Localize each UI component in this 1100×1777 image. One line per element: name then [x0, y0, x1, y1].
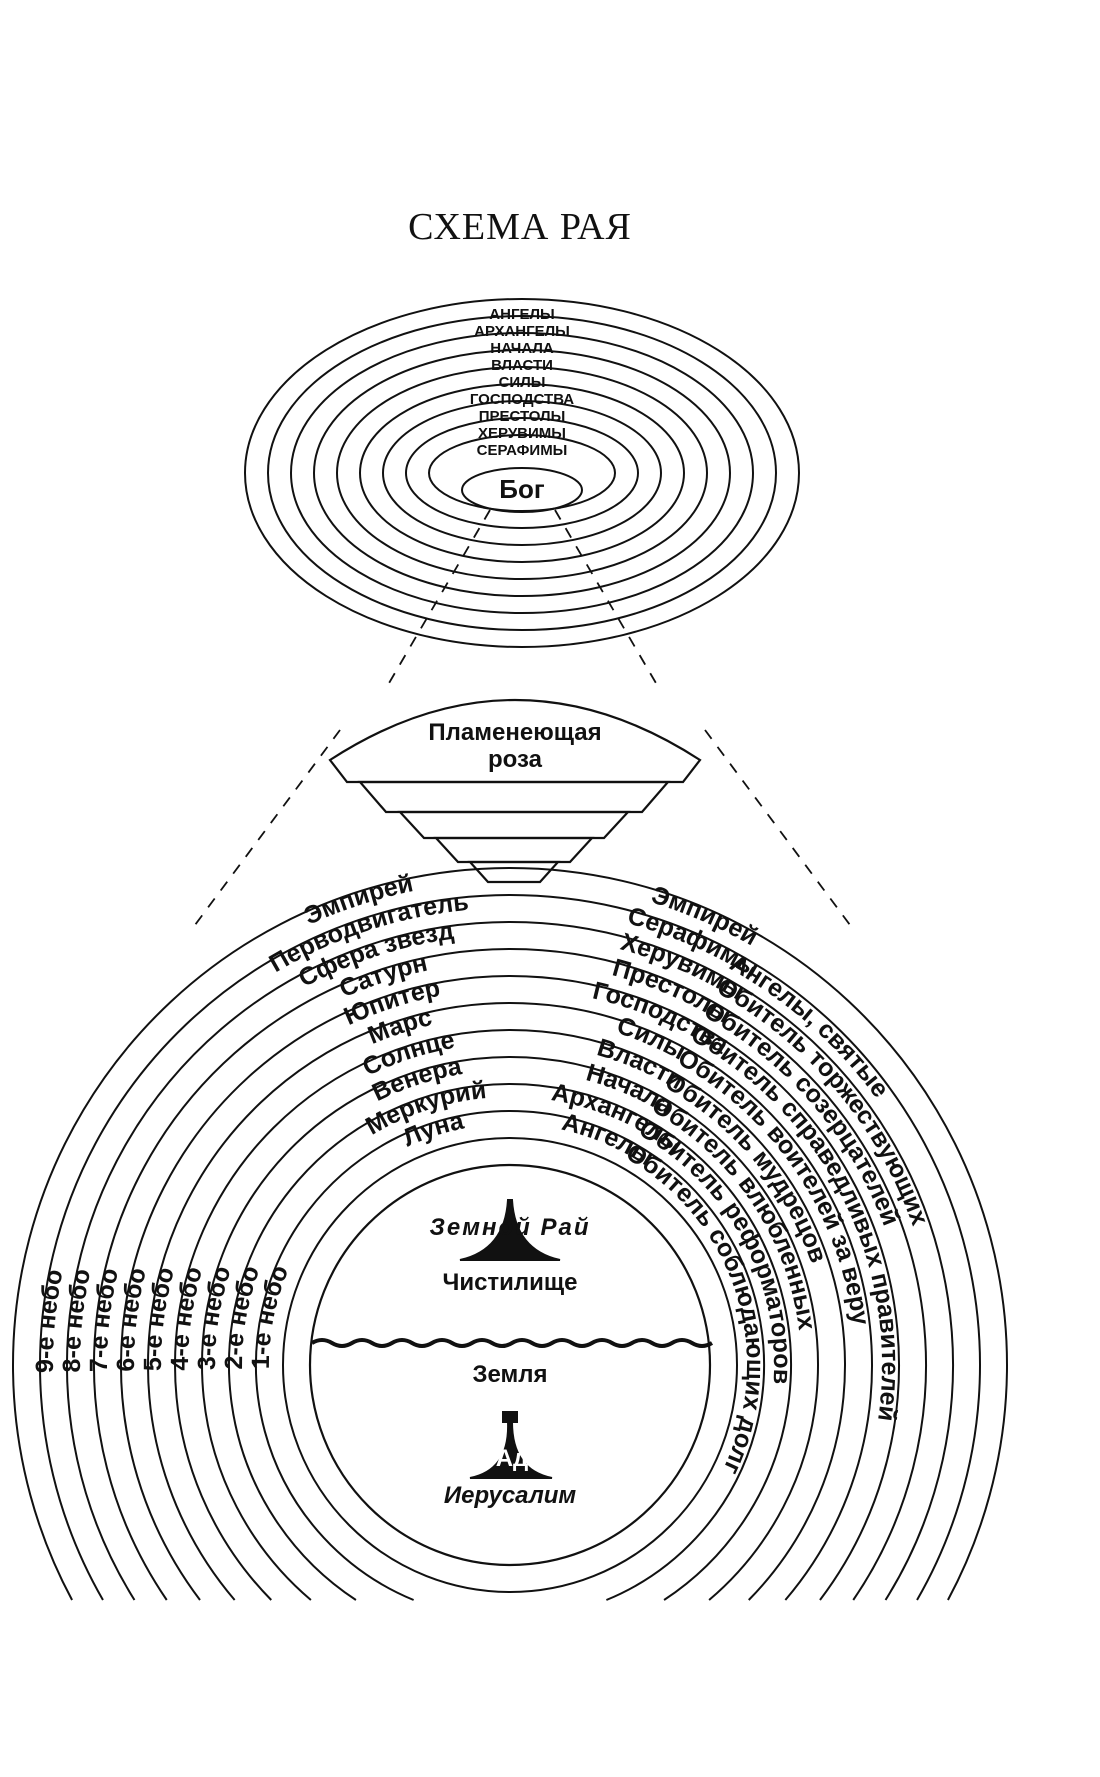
rose-tier-4: [467, 860, 561, 884]
earth-sphere: [308, 1163, 714, 1567]
rose-label-line2: роза: [488, 746, 543, 773]
earth-horizon-line: [310, 1338, 714, 1348]
heaven-ring-4: [201, 1056, 819, 1601]
dashed-connectors: [194, 509, 851, 926]
ellipse-ring-2: [267, 315, 777, 631]
ring-label-cherubim: ХЕРУВИМЫ: [478, 425, 566, 442]
rose-tier-2: [397, 810, 631, 840]
rose-tier-1: [357, 780, 671, 814]
heaven-ring-2: [255, 1110, 765, 1601]
heaven-ring-6: [147, 1002, 873, 1601]
ellipse-ring-7: [382, 400, 662, 546]
heavens-rings: [12, 867, 1008, 1601]
ellipse-center: [461, 467, 583, 513]
hell-label: Ад: [496, 1445, 529, 1472]
flaming-rose: [328, 699, 702, 884]
center-label-god: Бог: [499, 474, 545, 504]
earthly-paradise-label: Земной Рай: [429, 1214, 590, 1241]
rose-tier-3: [433, 836, 595, 864]
rose-label-line1: Пламенеющая: [428, 719, 601, 746]
jerusalem-label: Иерусалим: [444, 1482, 577, 1509]
heaven-ring-11: [12, 867, 1008, 1601]
dashed-line-right-lower: [704, 729, 851, 926]
celestial-hierarchy-ellipses: [244, 298, 800, 648]
dashed-line-left-lower: [194, 729, 341, 926]
ring-label-principalities: НАЧАЛА: [490, 340, 554, 357]
earth-circle: [308, 1163, 712, 1567]
dashed-line-left-upper: [384, 509, 491, 691]
ellipse-ring-3: [290, 332, 754, 614]
page-title: СХЕМА РАЯ: [408, 206, 632, 248]
rose-dome: [328, 699, 702, 784]
hell-cone: [469, 1411, 553, 1479]
ring-label-virtues: СИЛЫ: [499, 374, 546, 391]
ring-label-angels: АНГЕЛЫ: [489, 306, 554, 323]
heaven-ring-1: [282, 1137, 739, 1593]
heaven-ring-8: [93, 948, 927, 1601]
purgatory-mountain: [459, 1199, 561, 1261]
heaven-ring-10: [39, 894, 981, 1601]
heaven-ring-3: [228, 1083, 792, 1601]
ring-label-powers: ВЛАСТИ: [491, 357, 553, 374]
purgatory-label: Чистилище: [442, 1269, 577, 1296]
ellipse-ring-6: [359, 383, 685, 563]
ellipse-ring-4: [313, 349, 731, 597]
dashed-line-right-upper: [554, 509, 661, 691]
ellipse-ring-8: [405, 417, 639, 529]
earth-label: Земля: [472, 1361, 547, 1388]
ellipse-ring-5: [336, 366, 708, 580]
ring-label-archangels: АРХАНГЕЛЫ: [474, 323, 570, 340]
heaven-ring-5: [174, 1029, 846, 1601]
ring-label-dominions: ГОСПОДСТВА: [470, 391, 574, 408]
ring-label-seraphim: СЕРАФИМЫ: [477, 442, 568, 459]
heaven-ring-7: [120, 975, 900, 1601]
ring-label-thrones: ПРЕСТОЛЫ: [479, 408, 566, 425]
heaven-ring-9: [66, 921, 954, 1601]
ellipse-ring-1: [244, 298, 800, 648]
